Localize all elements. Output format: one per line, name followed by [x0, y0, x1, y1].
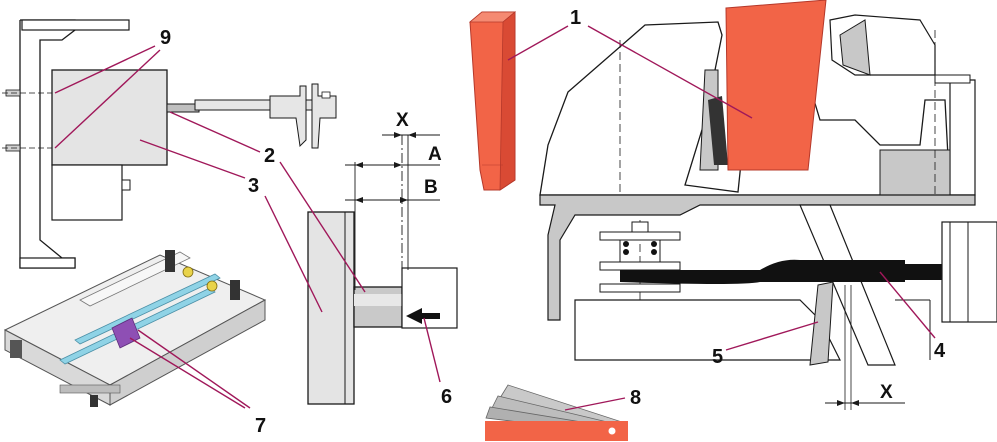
caliper-screw	[321, 91, 331, 99]
bolt-yellow-1	[182, 266, 194, 278]
motor-housing	[51, 164, 123, 221]
dimension-x-top: X	[396, 110, 409, 131]
vernier-caliper	[194, 83, 337, 149]
clamp-right	[230, 280, 240, 300]
callout-3: 3	[248, 175, 259, 197]
dimension-a: A	[428, 144, 442, 165]
module-right-face	[109, 299, 266, 406]
bolt-upper	[2, 89, 52, 97]
leader-7a	[129, 337, 246, 409]
bolt-lower	[2, 144, 52, 152]
foot-front	[90, 395, 98, 407]
callout-4: 4	[934, 340, 946, 362]
leader-4	[879, 271, 936, 339]
wedge-installed	[725, 0, 827, 171]
gray-base-flange	[539, 194, 976, 321]
gray-rib-top	[839, 19, 871, 76]
right-lip	[934, 74, 971, 84]
leader-6	[423, 317, 441, 383]
clamp-rear	[165, 250, 175, 272]
callout-8: 8	[630, 387, 641, 409]
spring-assembly	[599, 221, 681, 293]
lower-casting	[574, 299, 841, 361]
cross-section	[539, 0, 997, 410]
measurement-detail	[307, 132, 458, 405]
callout-7: 7	[255, 415, 266, 437]
dimension-x-bottom: X	[880, 382, 893, 403]
slider-bar	[620, 259, 905, 284]
shaft	[166, 103, 200, 113]
bolt-yellow-2	[206, 280, 218, 292]
guide-rod-rear	[74, 273, 221, 345]
leader-3a	[139, 139, 246, 179]
callout-1: 1	[570, 7, 581, 29]
leader-1b	[587, 25, 753, 119]
gauge-handle	[485, 421, 628, 441]
shaft-end	[353, 286, 403, 328]
caliper-jaw-sliding	[311, 83, 337, 149]
module-cover-plate	[79, 251, 191, 307]
side-view-assembly	[2, 19, 200, 269]
gauge-pivot	[608, 427, 616, 435]
callout-6: 6	[441, 386, 452, 408]
leader-2a	[169, 111, 261, 153]
slider-tail	[905, 264, 945, 280]
callout-5: 5	[712, 346, 723, 368]
leader-2b	[279, 161, 366, 293]
frame-bottom-plate	[19, 257, 76, 269]
motor-connector	[121, 179, 131, 191]
feeler-gauge	[485, 384, 628, 441]
dimension-b: B	[424, 177, 438, 198]
gray-block-right	[879, 149, 951, 196]
end-block	[941, 221, 997, 323]
base-rail	[59, 384, 121, 394]
leader-7b	[137, 329, 251, 409]
bearing-block	[51, 69, 168, 166]
housing-wall	[307, 211, 355, 405]
callout-2: 2	[264, 145, 275, 167]
right-wall	[949, 79, 976, 196]
force-arrow	[406, 308, 440, 324]
caliper-jaw-fixed	[269, 85, 307, 148]
leader-8	[564, 397, 626, 411]
feeler-insert	[809, 281, 834, 366]
end-plate-left	[10, 340, 22, 358]
leader-9b	[54, 49, 161, 149]
leader-lines	[54, 25, 936, 411]
callout-9: 9	[160, 27, 171, 49]
leader-5	[725, 321, 819, 351]
leader-1a	[507, 25, 569, 61]
frame-top-plate	[21, 19, 130, 31]
pad-left	[708, 96, 728, 165]
leader-3b	[264, 195, 323, 313]
leader-9a	[54, 45, 156, 94]
guide-rod-front	[59, 287, 216, 365]
wedge-loose	[468, 11, 517, 191]
isometric-module	[3, 250, 267, 407]
